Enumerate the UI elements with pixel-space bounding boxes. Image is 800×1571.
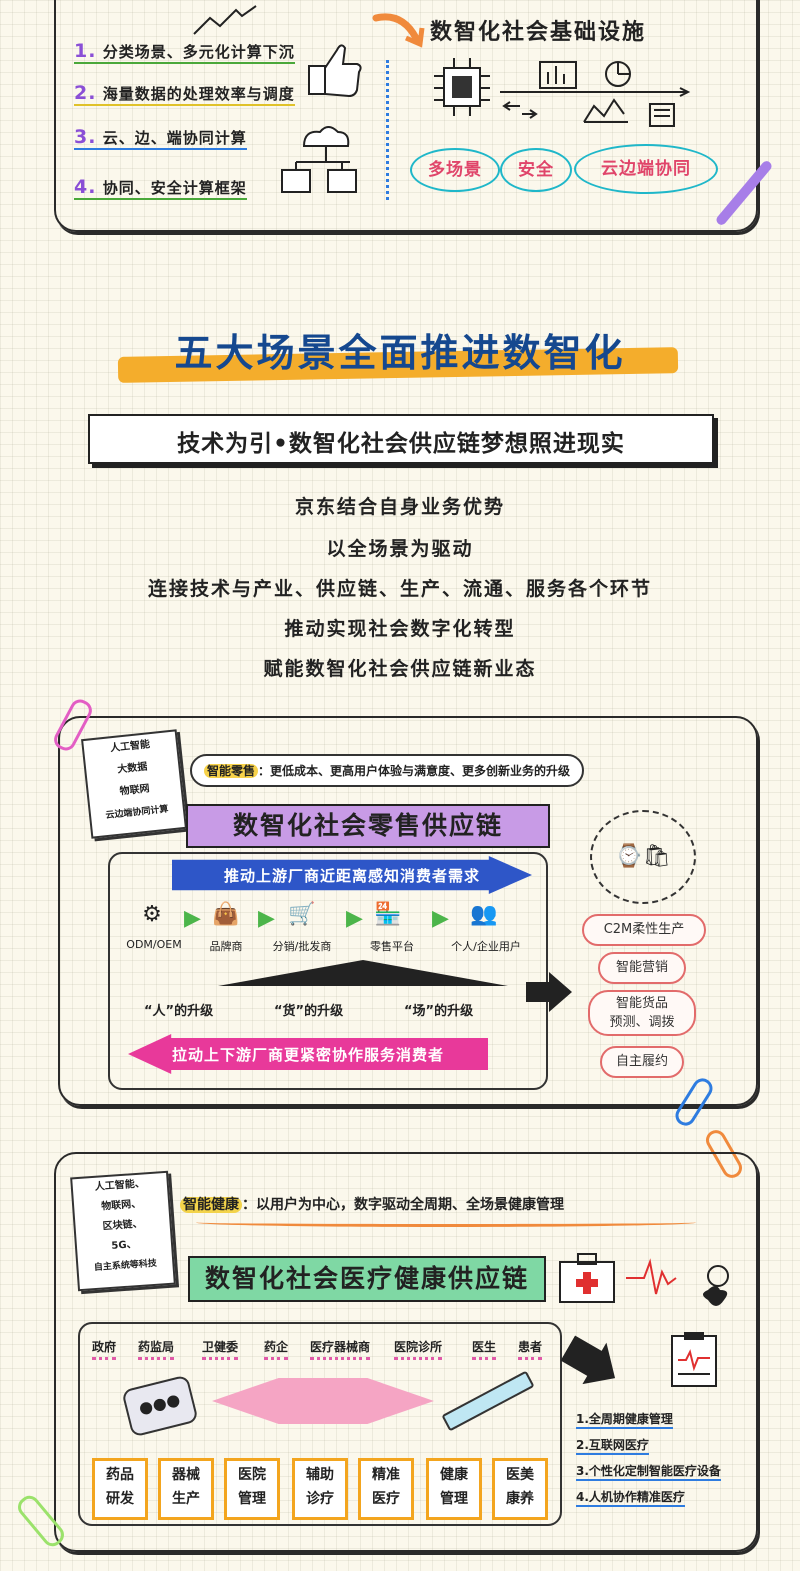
intro-line-5: 赋能数智化社会供应链新业态 [263, 658, 537, 680]
clipboard-icon [671, 1332, 717, 1387]
oval-security: 安全 [500, 148, 572, 192]
health-inner-frame [78, 1322, 562, 1526]
retail-title: 数智化社会零售供应链 [186, 804, 550, 848]
stakeholder-health-commission: 卫健委 [202, 1338, 239, 1360]
stakeholder-pharma: 药企 [264, 1338, 289, 1360]
health-list-3: 3.个性化定制智能医疗设备 [576, 1462, 721, 1481]
health-title: 数智化社会医疗健康供应链 [188, 1256, 546, 1302]
page-headline: 五大场景全面推进数智化 [174, 331, 626, 375]
chevron-right-icon: ▶ [184, 906, 201, 931]
oval-multi-scene: 多场景 [410, 148, 500, 192]
lightning-arrow-icon [193, 5, 257, 35]
box-medical-beauty: 医美康养 [492, 1458, 548, 1520]
subtitle-frame [88, 414, 714, 464]
health-list-1: 1.全周期健康管理 [576, 1410, 673, 1429]
top-item-2: 2. 海量数据的处理效率与调度 [74, 82, 295, 106]
chain-platform: 零售平台 [370, 940, 414, 953]
health-desc: 智能健康：以用户为中心，数字驱动全周期、全场景健康管理 [180, 1194, 564, 1214]
stakeholder-doctor: 医生 [472, 1338, 497, 1360]
stakeholder-hospital: 医院诊所 [394, 1338, 443, 1360]
chevron-right-icon: ▶ [258, 906, 275, 931]
cloud-fulfillment: 自主履约 [600, 1046, 684, 1078]
box-precision-medicine: 精准医疗 [358, 1458, 414, 1520]
upgrade-people: “人”的升级 [144, 1004, 214, 1019]
top-item-1: 1. 分类场景、多元化计算下沉 [74, 40, 295, 64]
thumbs-up-icon [308, 44, 362, 98]
chip-icon [434, 58, 490, 116]
chain-odm: ODM/OEM [126, 938, 182, 951]
top-item-4: 4. 协同、安全计算框架 [74, 176, 247, 200]
retail-desc: 智能零售：更低成本、更高用户体验与满意度、更多创新业务的升级 [190, 754, 585, 787]
stakeholder-gov: 政府 [92, 1338, 117, 1360]
box-drug-rd: 药品研发 [92, 1458, 148, 1520]
box-assisted-diagnosis: 辅助诊疗 [292, 1458, 348, 1520]
intro-line-3: 连接技术与产业、供应链、生产、流通、服务各个环节 [147, 578, 652, 600]
users-icon: 👥 [470, 902, 498, 927]
chain-users: 个人/企业用户 [451, 940, 521, 953]
intro-line-2: 以全场景为驱动 [326, 538, 474, 560]
health-list-2: 2.互联网医疗 [576, 1436, 649, 1455]
infra-title: 数智化社会基础设施 [430, 20, 647, 45]
chain-brand: 品牌商 [209, 940, 243, 953]
retail-cycle-graphic: ⌚🛍 [590, 810, 696, 904]
top-item-3: 3. 云、边、端协同计算 [74, 126, 247, 150]
intro-line-1: 京东结合自身业务优势 [294, 496, 505, 518]
box-hospital-management: 医院管理 [224, 1458, 280, 1520]
retail-tech-note: 人工智能 大数据 物联网 云边端协同计算 [81, 729, 187, 839]
chain-distributor: 分销/批发商 [272, 940, 332, 953]
cloud-forecast: 智能货品 预测、调拨 [588, 990, 696, 1036]
stakeholder-device: 医疗器械商 [310, 1338, 371, 1360]
upgrade-place: “场”的升级 [404, 1004, 474, 1019]
chevron-right-icon: ▶ [432, 906, 449, 931]
upgrade-goods: “货”的升级 [274, 1004, 344, 1019]
subtitle: 技术为引•数智化社会供应链梦想照进现实 [177, 431, 625, 457]
stakeholder-fda: 药监局 [138, 1338, 175, 1360]
push-banner: 推动上游厂商近距离感知消费者需求 [172, 856, 532, 894]
orange-arrow-icon [372, 13, 425, 48]
stethoscope-icon [626, 1258, 729, 1306]
chevron-right-icon: ▶ [346, 906, 363, 931]
orange-scribble [196, 1218, 696, 1227]
health-list-4: 4.人机协作精准医疗 [576, 1488, 685, 1507]
intro-line-4: 推动实现社会数字化转型 [284, 618, 516, 640]
retail-inner-frame [108, 852, 548, 1090]
medical-kit-icon [559, 1253, 615, 1303]
health-tech-note: 人工智能、 物联网、 区块链、 5G、 自主系统等科技 [70, 1170, 176, 1292]
oval-cloud-edge: 云边端协同 [574, 144, 718, 194]
cloud-network-icon [281, 126, 357, 193]
stakeholder-patient: 患者 [518, 1338, 543, 1360]
box-health-management: 健康管理 [426, 1458, 482, 1520]
divider [386, 60, 389, 200]
retail-card [58, 716, 758, 1106]
odm-icon: ⚙ [142, 902, 162, 927]
cloud-c2m: C2M柔性生产 [582, 914, 706, 946]
data-charts-icon [500, 61, 691, 127]
distributor-icon: 🛒 [288, 902, 316, 927]
retail-platform-icon: 🏪 [374, 902, 402, 927]
cloud-marketing: 智能营销 [598, 952, 686, 984]
pull-banner: 拉动上下游厂商更紧密协作服务消费者 [128, 1034, 488, 1074]
infrastructure-card [54, 0, 758, 232]
health-card [54, 1152, 758, 1552]
brand-icon: 👜 [212, 902, 240, 927]
box-device-production: 器械生产 [158, 1458, 214, 1520]
